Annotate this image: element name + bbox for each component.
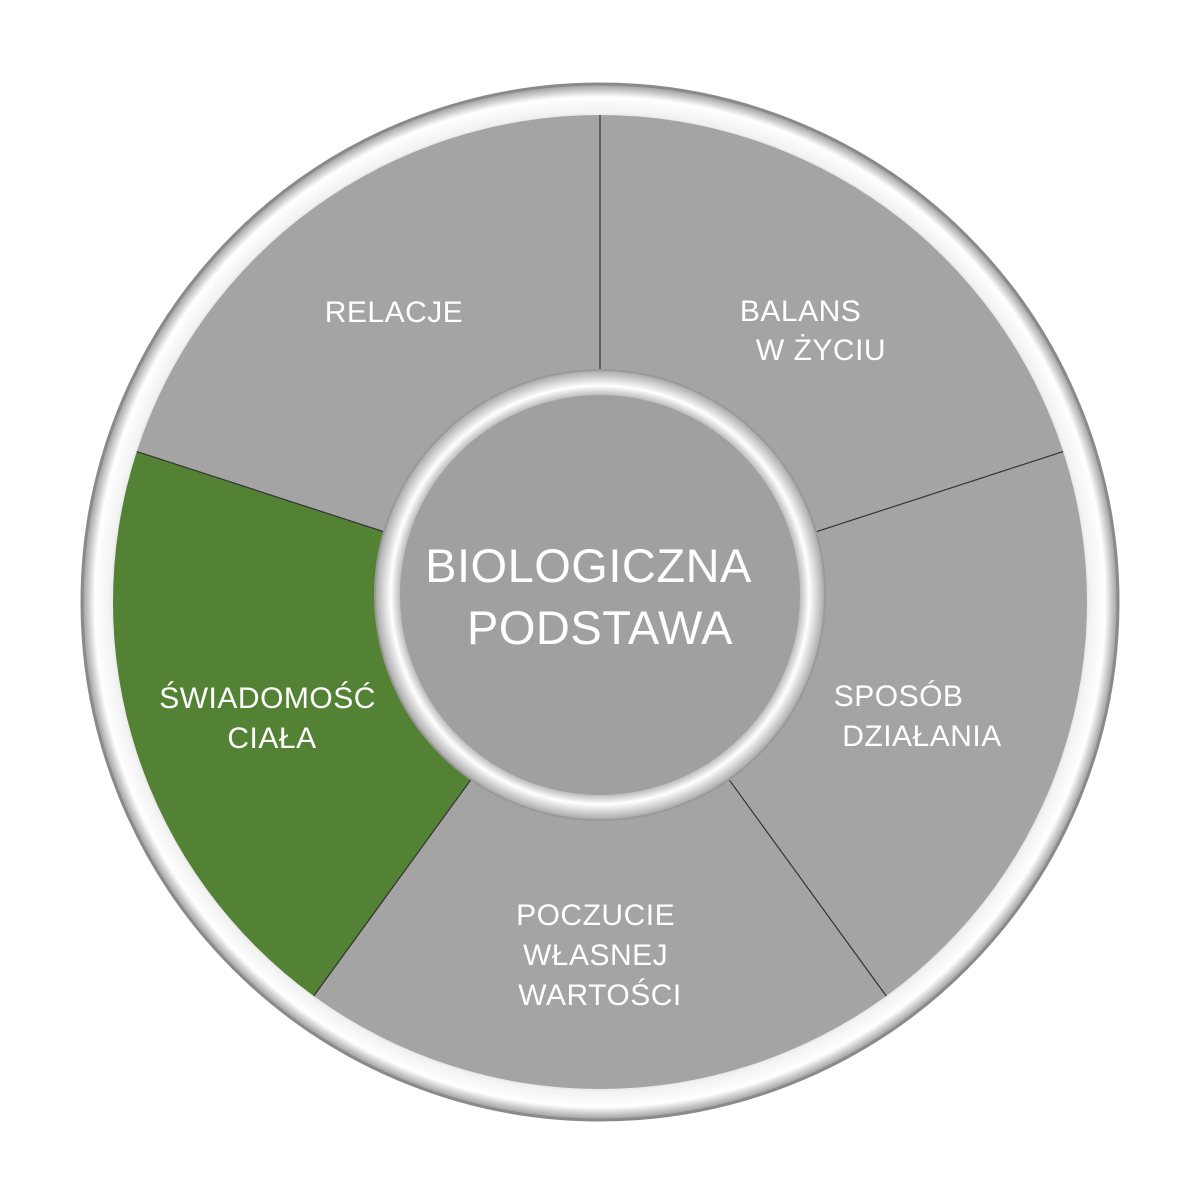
segment-divider bbox=[136, 450, 410, 541]
segment-label-line: W ŻYCIU bbox=[756, 334, 886, 367]
center-label-line: BIOLOGICZNA bbox=[425, 539, 752, 592]
segment-divider bbox=[313, 763, 483, 997]
segment-label-line: SPOSÓB bbox=[834, 680, 964, 713]
segment-poczucie bbox=[313, 763, 887, 1089]
segment-label-line: BALANS bbox=[740, 295, 861, 328]
segment-label-balans: BALANS W ŻYCIU bbox=[740, 295, 886, 367]
segment-label-line: CIAŁA bbox=[227, 722, 316, 755]
dividers-group bbox=[136, 115, 1064, 997]
inner-ring-edge bbox=[374, 369, 826, 821]
segment-label-line: WARTOŚCI bbox=[518, 978, 681, 1012]
segment-label-relacje: RELACJE bbox=[325, 296, 464, 329]
segment-label-swiadomosc: ŚWIADOMOŚĆ CIAŁA bbox=[159, 681, 385, 755]
center-label: BIOLOGICZNA PODSTAWA bbox=[425, 539, 763, 654]
segment-divider bbox=[790, 450, 1064, 541]
segment-label-poczucie: POCZUCIE WŁASNEJ WARTOŚCI bbox=[516, 899, 684, 1012]
segment-divider bbox=[717, 763, 887, 997]
segment-label-line: DZIAŁANIA bbox=[842, 720, 1002, 753]
segment-label-line: POCZUCIE bbox=[516, 899, 675, 932]
center-label-line: PODSTAWA bbox=[467, 601, 733, 654]
segment-label-line: ŚWIADOMOŚĆ bbox=[159, 681, 376, 715]
center-disc bbox=[400, 395, 800, 795]
segment-label-sposob: SPOSÓB DZIAŁANIA bbox=[834, 680, 1002, 753]
outer-ring-edge bbox=[80, 82, 1120, 1122]
segment-label-line: WŁASNEJ bbox=[523, 939, 668, 972]
segment-label-line: RELACJE bbox=[325, 296, 464, 329]
